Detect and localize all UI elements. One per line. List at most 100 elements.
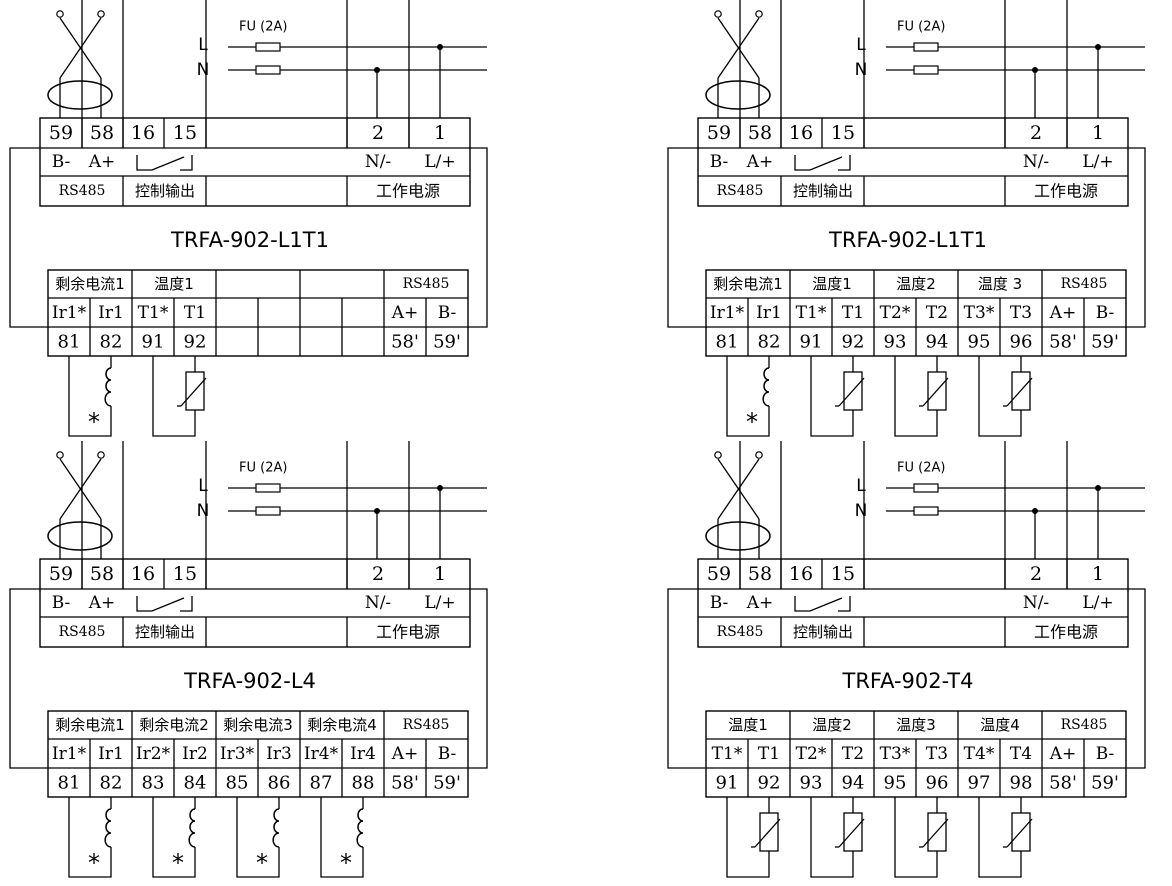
top-terminal-number: 15 <box>831 563 855 585</box>
bottom-signal-label: T3 <box>926 744 948 764</box>
bottom-signal-label: T3* <box>964 303 995 323</box>
top-signal-label: A+ <box>88 593 116 613</box>
temperature-sensor <box>810 356 865 437</box>
bottom-terminal-number: 88 <box>352 773 375 794</box>
bottom-signal-label: T1 <box>758 744 780 764</box>
bottom-terminal-number: 58' <box>1049 332 1077 353</box>
temperature-sensor <box>726 797 781 878</box>
top-signal-label: B- <box>52 152 71 172</box>
thermistor-slash-icon <box>838 377 865 407</box>
ct-coil-icon <box>356 808 364 848</box>
top-terminal-number: 1 <box>1092 563 1104 585</box>
terminal-screw-icon <box>56 10 64 18</box>
bottom-terminal-number: 92 <box>184 332 207 353</box>
top-terminal-number: 1 <box>434 563 446 585</box>
channel-group-label: 剩余电流3 <box>223 716 293 734</box>
bottom-signal-label: T1 <box>184 303 206 323</box>
bottom-signal-label: B- <box>438 303 457 323</box>
bottom-terminal-number: 58' <box>391 773 419 794</box>
bottom-signal-label: Ir1* <box>710 303 745 323</box>
fuse-icon <box>255 65 281 75</box>
bottom-terminal-number: 83 <box>142 773 165 794</box>
bottom-signal-label: Ir4* <box>304 744 339 764</box>
top-terminal-number: 16 <box>789 122 813 144</box>
thermistor-slash-icon <box>1006 818 1033 848</box>
bottom-terminal-number: 94 <box>926 332 949 353</box>
housing-right-edge <box>1126 147 1146 328</box>
bottom-terminal-number: 82 <box>758 332 781 353</box>
bottom-signal-label: A+ <box>1049 744 1077 764</box>
terminal-screw-icon <box>56 451 64 459</box>
top-signal-label: N/- <box>365 593 391 613</box>
temperature-sensor <box>978 356 1033 437</box>
line-label-N: N <box>197 501 210 521</box>
top-terminal-number: 2 <box>1030 122 1042 144</box>
top-terminal-number: 59 <box>49 122 73 144</box>
channel-group-label: 温度1 <box>728 716 768 734</box>
channel-group-label: RS485 <box>1061 717 1108 733</box>
top-signal-label: B- <box>710 593 729 613</box>
model-title: TRFA-902-L4 <box>183 669 316 693</box>
device-housing <box>9 147 488 328</box>
control-output-label: 控制输出 <box>135 623 195 641</box>
bottom-terminal-number: 97 <box>968 773 991 794</box>
residual-current-sensor: * <box>726 356 770 437</box>
channel-group-label: 温度1 <box>812 275 852 293</box>
top-signal-label: N/- <box>1023 593 1049 613</box>
polarity-marker: * <box>746 408 758 436</box>
bottom-signal-label: T1* <box>138 303 169 323</box>
channel-group-label: 剩余电流4 <box>307 716 377 734</box>
sensor-wire <box>152 797 196 878</box>
residual-current-sensor: * <box>68 356 112 437</box>
fuse-label: FU (2A) <box>239 20 287 35</box>
bottom-signal-label: Ir1 <box>98 744 124 764</box>
bottom-terminal-number: 59' <box>1091 773 1119 794</box>
model-title: TRFA-902-T4 <box>842 669 974 693</box>
rs485-label: RS485 <box>717 624 764 640</box>
fuse-icon <box>255 42 281 52</box>
bottom-signal-label: T4* <box>964 744 995 764</box>
power-supply-label: 工作电源 <box>1034 182 1098 201</box>
bottom-terminal-number: 58' <box>391 332 419 353</box>
bottom-terminal-number: 96 <box>1010 332 1033 353</box>
bottom-signal-label: Ir1 <box>98 303 124 323</box>
top-current-transformer <box>47 10 113 118</box>
line-label-N: N <box>197 60 210 80</box>
terminal-screw-icon <box>755 451 763 459</box>
top-terminal-number: 2 <box>1030 563 1042 585</box>
bottom-terminal-number: 93 <box>884 332 907 353</box>
top-terminal-number: 59 <box>707 122 731 144</box>
temperature-sensor <box>810 797 865 878</box>
line-label-N: N <box>855 60 868 80</box>
model-title: TRFA-902-L1T1 <box>828 228 987 252</box>
line-label-L: L <box>198 35 208 55</box>
bottom-signal-label: T4 <box>1010 744 1032 764</box>
bottom-terminal-number: 58' <box>1049 773 1077 794</box>
bottom-terminal-number: 81 <box>58 773 81 794</box>
bottom-terminal-number: 95 <box>884 773 907 794</box>
ct-coil-icon <box>272 808 280 848</box>
top-signal-label: L/+ <box>1082 593 1113 613</box>
bottom-signal-label: T2* <box>880 303 911 323</box>
channel-group-label: 剩余电流1 <box>713 275 783 293</box>
top-terminal-number: 58 <box>748 563 772 585</box>
top-terminal-frame <box>39 117 471 207</box>
bottom-signal-label: T2* <box>796 744 827 764</box>
control-output-label: 控制输出 <box>135 182 195 200</box>
bottom-terminal-number: 82 <box>100 332 123 353</box>
ct-wire <box>59 458 102 520</box>
bottom-signal-label: T2 <box>842 744 864 764</box>
bottom-signal-label: Ir3 <box>266 744 292 764</box>
bottom-signal-label: Ir2* <box>136 744 171 764</box>
channel-group-label: 剩余电流2 <box>139 716 209 734</box>
bottom-signal-label: B- <box>438 744 457 764</box>
power-supply-label: 工作电源 <box>1034 623 1098 642</box>
thermistor-slash-icon <box>922 377 949 407</box>
top-signal-label: B- <box>52 593 71 613</box>
model-title: TRFA-902-L1T1 <box>170 228 329 252</box>
